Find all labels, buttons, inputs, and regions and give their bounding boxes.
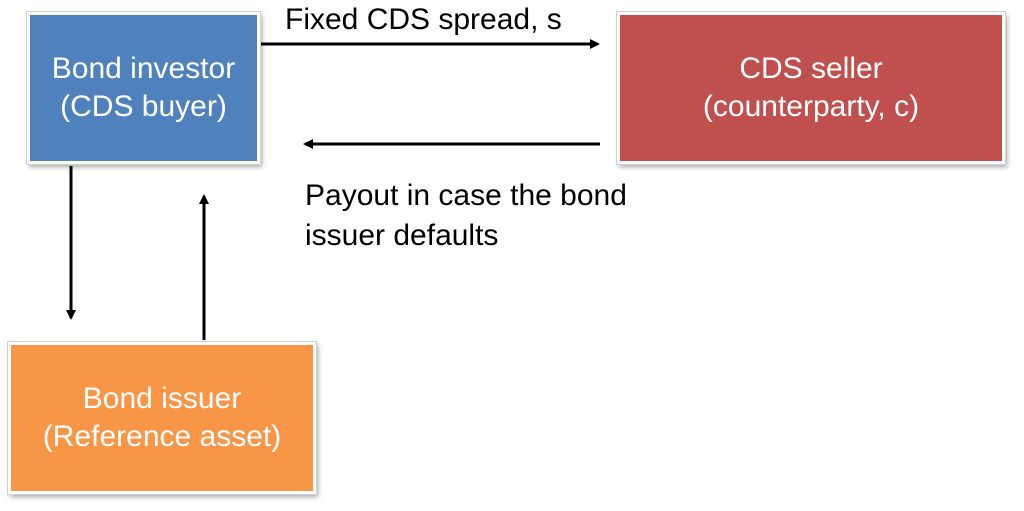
cds-seller-box: CDS seller (counterparty, c) bbox=[616, 11, 1006, 165]
bond-investor-subtitle: (CDS buyer) bbox=[60, 90, 227, 123]
payout-label-line1: Payout in case the bond bbox=[305, 179, 627, 212]
bond-issuer-subtitle: (Reference asset) bbox=[42, 420, 282, 453]
cds-seller-title: CDS seller bbox=[739, 52, 883, 85]
spread-label: Fixed CDS spread, s bbox=[285, 3, 562, 36]
bond-investor-box: Bond investor (CDS buyer) bbox=[26, 11, 261, 165]
payout-label-line2: issuer defaults bbox=[305, 219, 499, 252]
bond-investor-title: Bond investor bbox=[51, 52, 236, 85]
cds-seller-subtitle: (counterparty, c) bbox=[702, 90, 920, 123]
bond-issuer-box: Bond issuer (Reference asset) bbox=[7, 341, 317, 495]
bond-issuer-title: Bond issuer bbox=[82, 382, 242, 415]
payout-label: Payout in case the bond issuer defaults bbox=[305, 176, 627, 256]
